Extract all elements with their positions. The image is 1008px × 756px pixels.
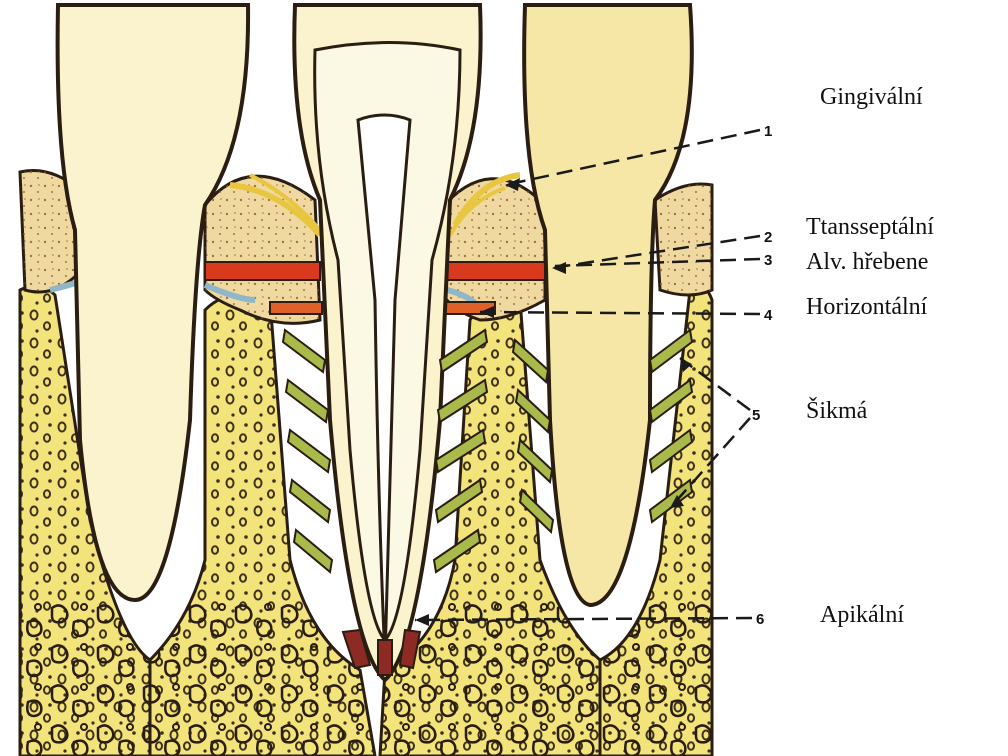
label-alveolar-crest: Alv. hřebene [806, 249, 928, 276]
marker-2: 2 [764, 229, 772, 246]
label-transseptal: Ttansseptální [806, 214, 934, 241]
label-horizontal: Horizontální [806, 294, 927, 321]
marker-5: 5 [752, 407, 760, 424]
marker-4: 4 [764, 307, 773, 324]
label-gingival: Gingivální [820, 84, 923, 111]
marker-3: 3 [764, 252, 772, 269]
label-oblique: Šikmá [806, 398, 867, 425]
marker-6: 6 [756, 611, 764, 628]
label-apical: Apikální [820, 602, 904, 629]
marker-1: 1 [764, 123, 772, 140]
